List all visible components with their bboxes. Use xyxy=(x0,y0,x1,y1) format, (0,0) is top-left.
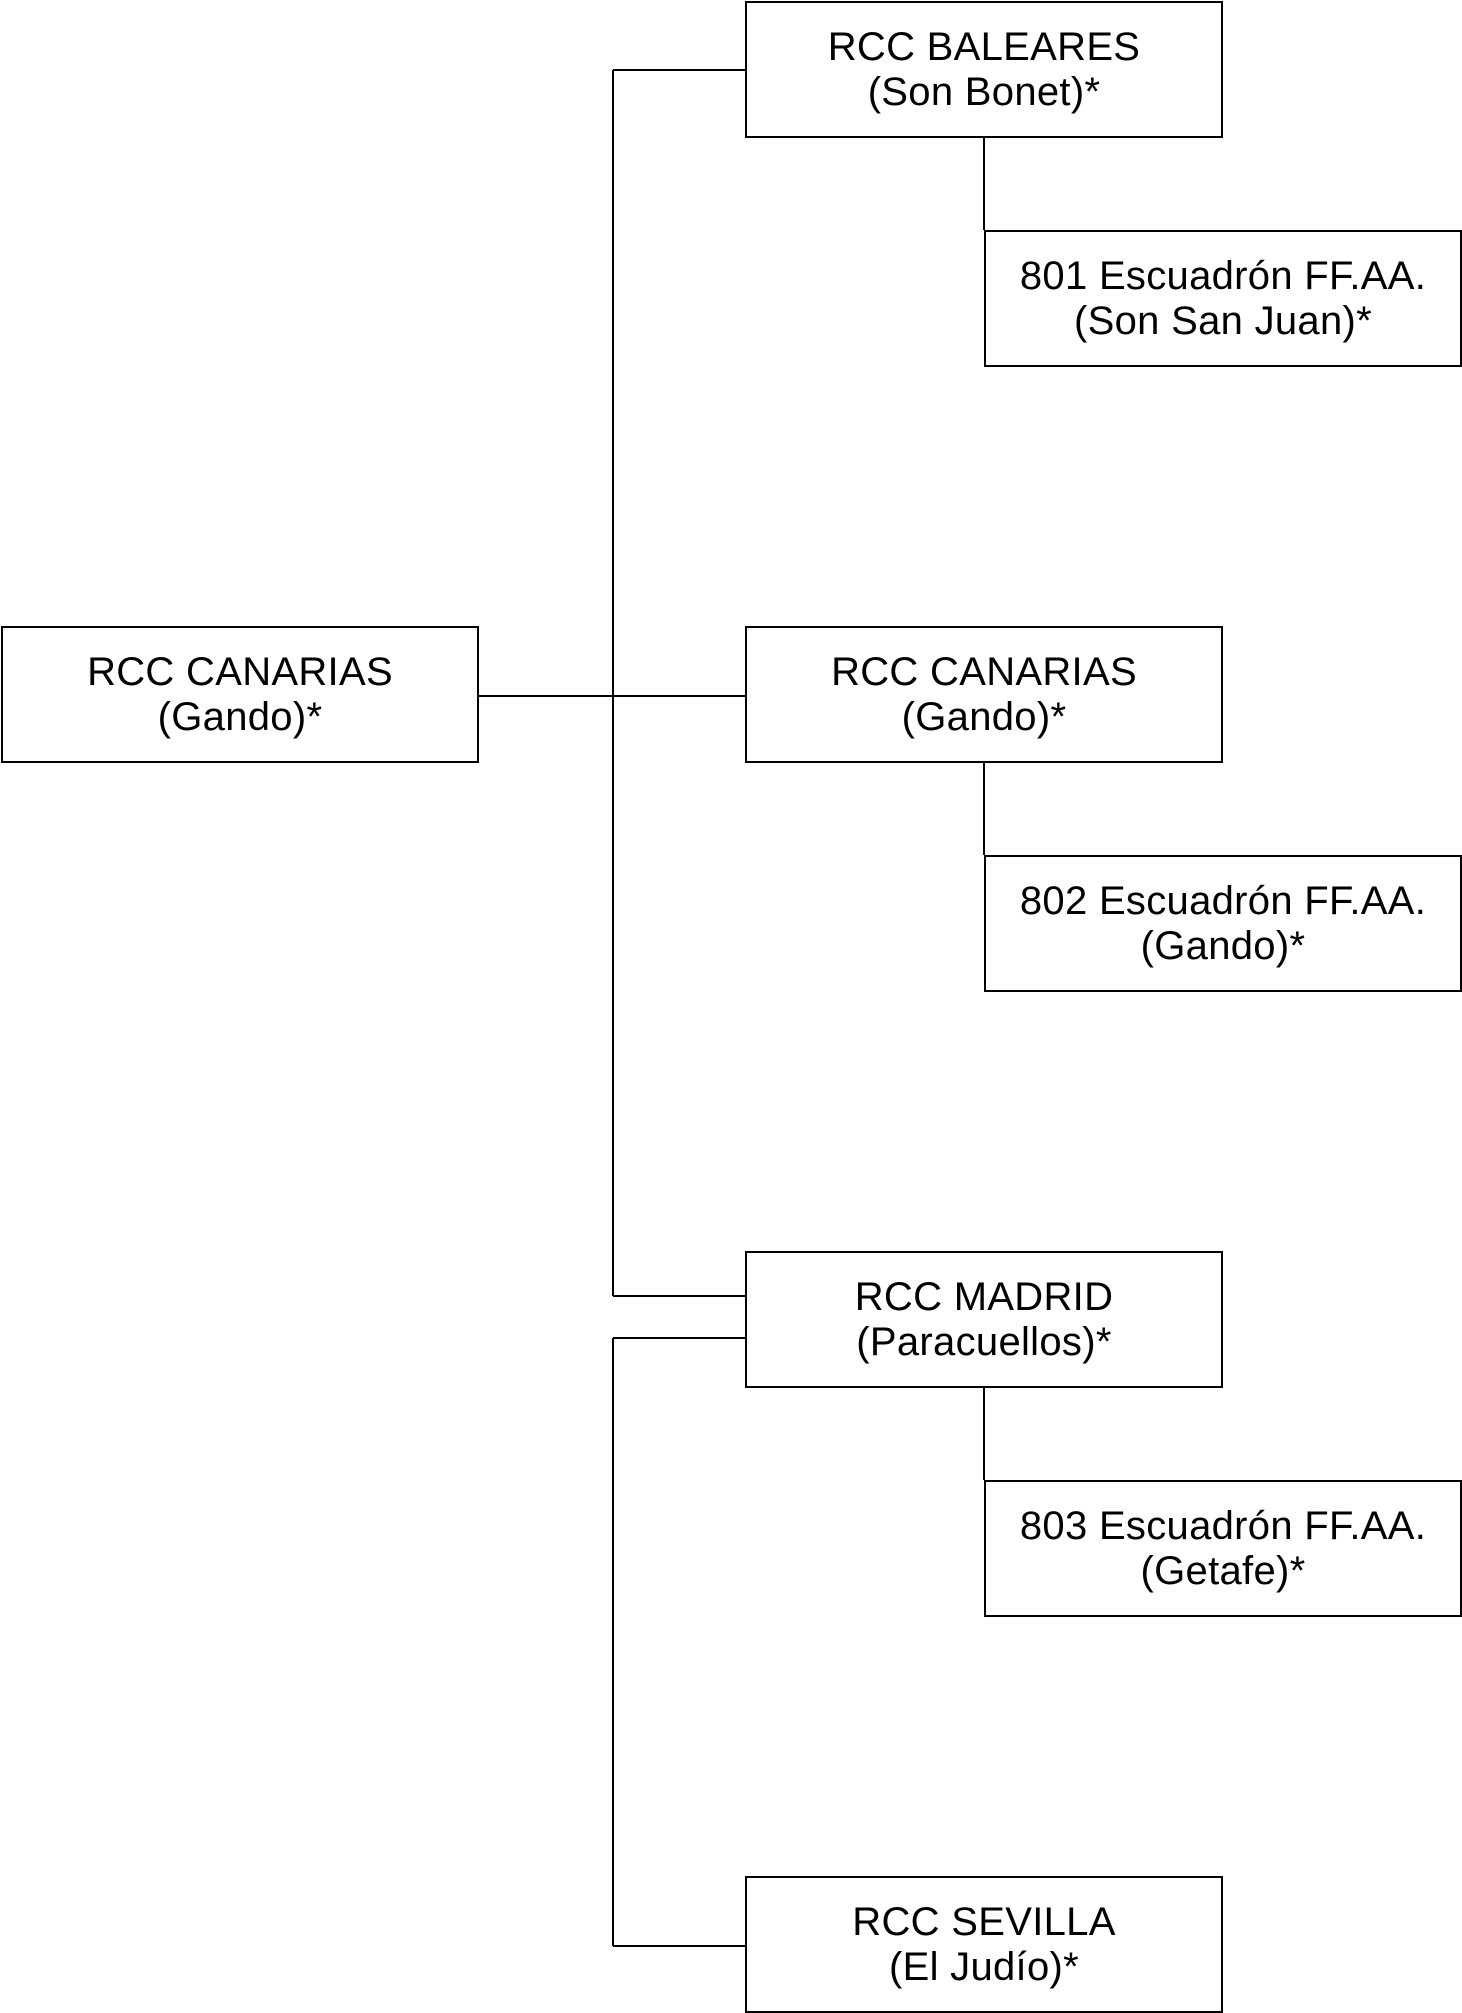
node-title: 803 Escuadrón FF.AA. xyxy=(1019,1503,1427,1548)
node-rcc-madrid: RCC MADRID (Paracuellos)* xyxy=(745,1251,1223,1388)
node-802-escuadron: 802 Escuadrón FF.AA. (Gando)* xyxy=(984,855,1462,992)
node-location: (Gando)* xyxy=(901,694,1067,739)
node-title: RCC SEVILLA xyxy=(852,1899,1116,1944)
node-location: (Gando)* xyxy=(157,694,323,739)
node-rcc-sevilla: RCC SEVILLA (El Judío)* xyxy=(745,1876,1223,2013)
node-location: (Getafe)* xyxy=(1140,1548,1306,1593)
node-title: RCC BALEARES xyxy=(827,24,1141,69)
node-title: 801 Escuadrón FF.AA. xyxy=(1019,253,1427,298)
node-title: RCC CANARIAS xyxy=(87,649,393,694)
node-rcc-baleares: RCC BALEARES (Son Bonet)* xyxy=(745,1,1223,138)
node-location: (Paracuellos)* xyxy=(856,1319,1112,1364)
node-801-escuadron: 801 Escuadrón FF.AA. (Son San Juan)* xyxy=(984,230,1462,367)
node-803-escuadron: 803 Escuadrón FF.AA. (Getafe)* xyxy=(984,1480,1462,1617)
node-title: RCC MADRID xyxy=(854,1274,1114,1319)
node-title: RCC CANARIAS xyxy=(831,649,1137,694)
node-location: (Gando)* xyxy=(1140,923,1306,968)
node-location: (Son San Juan)* xyxy=(1073,298,1372,343)
node-location: (El Judío)* xyxy=(888,1944,1080,1989)
node-rcc-canarias-root: RCC CANARIAS (Gando)* xyxy=(1,626,479,763)
node-rcc-canarias: RCC CANARIAS (Gando)* xyxy=(745,626,1223,763)
node-location: (Son Bonet)* xyxy=(867,69,1101,114)
node-title: 802 Escuadrón FF.AA. xyxy=(1019,878,1427,923)
